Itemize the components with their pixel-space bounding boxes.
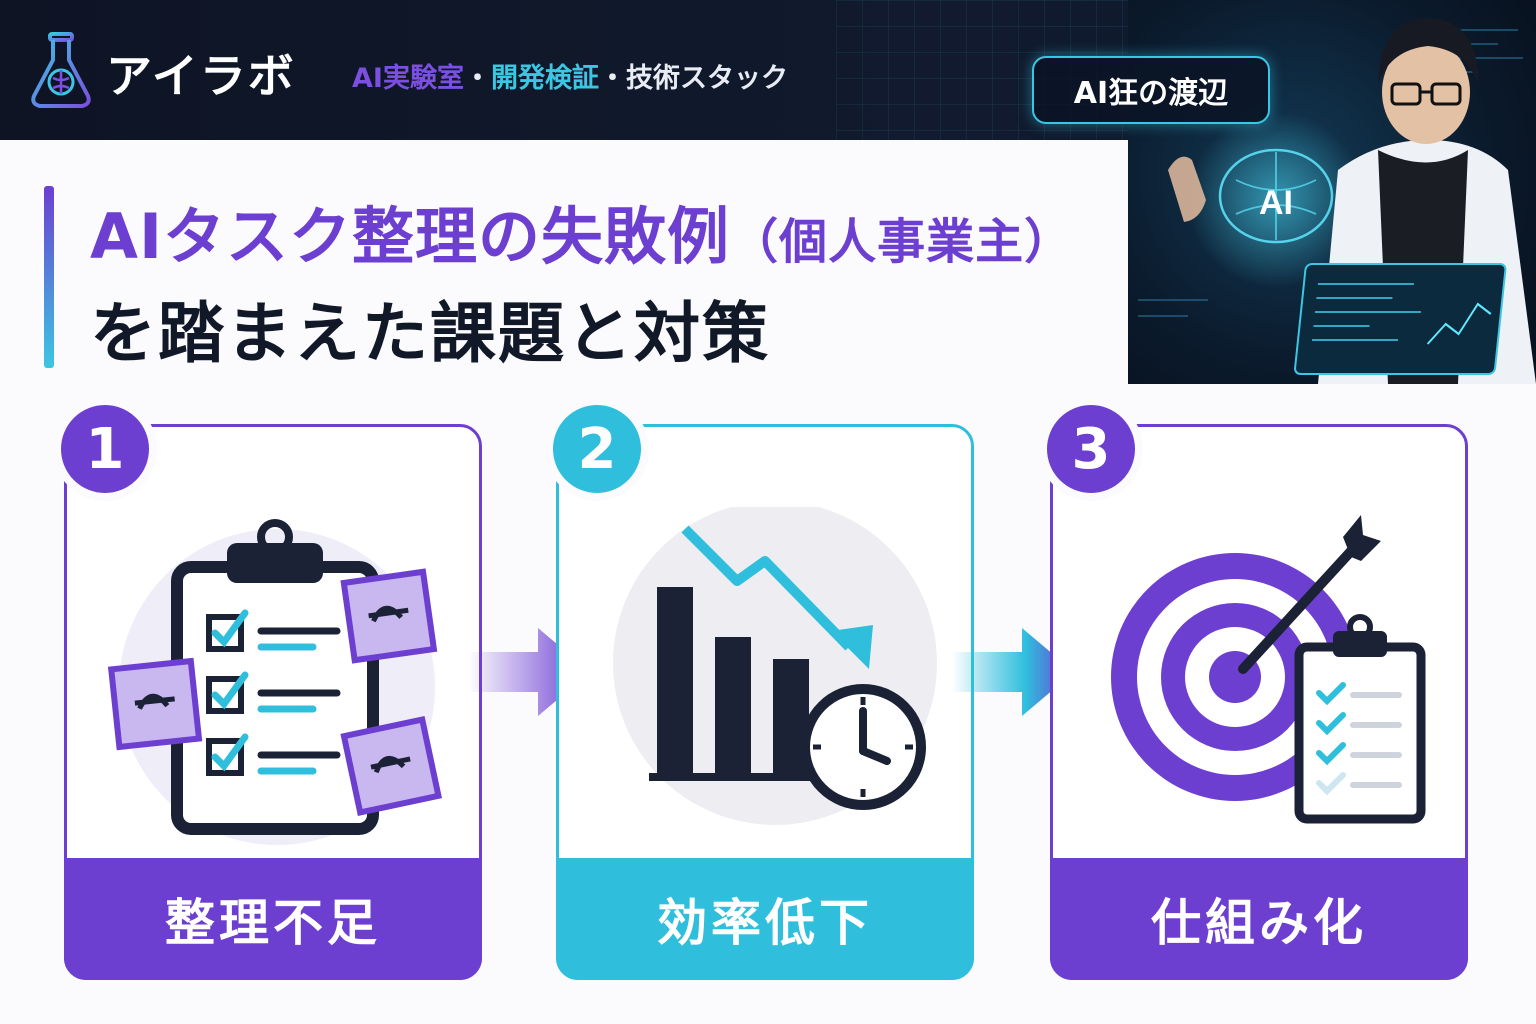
tagline-separator: ・	[463, 63, 491, 94]
title-accent-bar	[44, 186, 54, 368]
scientist-with-ai-hologram: AI	[1138, 18, 1536, 384]
step-label: 整理不足	[64, 858, 482, 980]
step-number-badge: 3	[1039, 397, 1143, 501]
brand-name: アイラボ	[106, 49, 296, 103]
character-illustration: AI	[1128, 0, 1536, 384]
step-label: 仕組み化	[1050, 858, 1468, 980]
flask-logo-icon	[31, 32, 91, 108]
page-title-line1: AIタスク整理の失敗例（個人事業主）	[90, 186, 1073, 276]
author-badge: AI狂の渡辺	[1032, 56, 1270, 124]
step-card-1: 1	[53, 397, 482, 980]
step-card-2: 2 効率低下	[545, 397, 974, 980]
step-number-badge: 1	[53, 397, 157, 501]
tagline-dev: 開発検証	[490, 63, 599, 94]
step-card-3: 3 仕組み化	[1039, 397, 1468, 980]
page-title-line2: を踏まえた課題と対策	[90, 295, 770, 372]
title-main: AIタスク整理の失敗例	[90, 200, 731, 273]
clipboard-checklist-icon	[107, 519, 443, 845]
title-paren: （個人事業主）	[730, 214, 1074, 270]
hologram-ai-text: AI	[1259, 184, 1293, 222]
step-label: 効率低下	[556, 858, 974, 980]
declining-bar-chart-clock-icon	[613, 507, 937, 825]
tagline-separator: ・	[598, 63, 626, 94]
step-number-badge: 2	[545, 397, 649, 501]
flow-arrow-right-icon	[952, 628, 1074, 716]
target-arrow-checklist-icon	[1111, 515, 1426, 824]
tagline: AI実験室・開発検証・技術スタック	[352, 56, 788, 95]
tagline-lab: AI実験室	[352, 63, 464, 94]
tagline-stack: 技術スタック	[625, 63, 788, 94]
